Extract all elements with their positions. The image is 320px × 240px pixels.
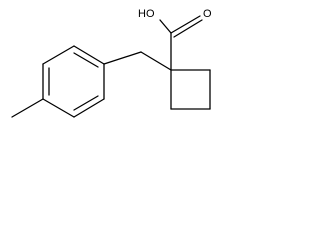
bond-aryl-to-methyl	[11, 98, 44, 118]
aromatic-bond-5-inner	[73, 95, 99, 111]
aromatic-bond-1	[73, 45, 105, 65]
hydroxyl-label: HO	[138, 8, 155, 20]
bond-ring-to-methylene	[140, 51, 172, 71]
aromatic-bond-5	[73, 98, 105, 118]
double-bond-carbonyl-b	[173, 19, 203, 38]
aromatic-bond-2	[42, 45, 75, 65]
double-bond-carbonyl-a	[170, 15, 201, 34]
aromatic-bond-1-inner	[73, 52, 99, 68]
carbonyl-oxygen-label: O	[203, 8, 212, 20]
chemical-structure-diagram: HO O	[11, 8, 212, 118]
bond-methylene-to-aryl	[103, 51, 142, 65]
structure-canvas: HO O	[0, 0, 220, 134]
aromatic-bond-4	[42, 98, 75, 118]
bond-carboxyl-to-hydroxyl	[159, 19, 172, 34]
